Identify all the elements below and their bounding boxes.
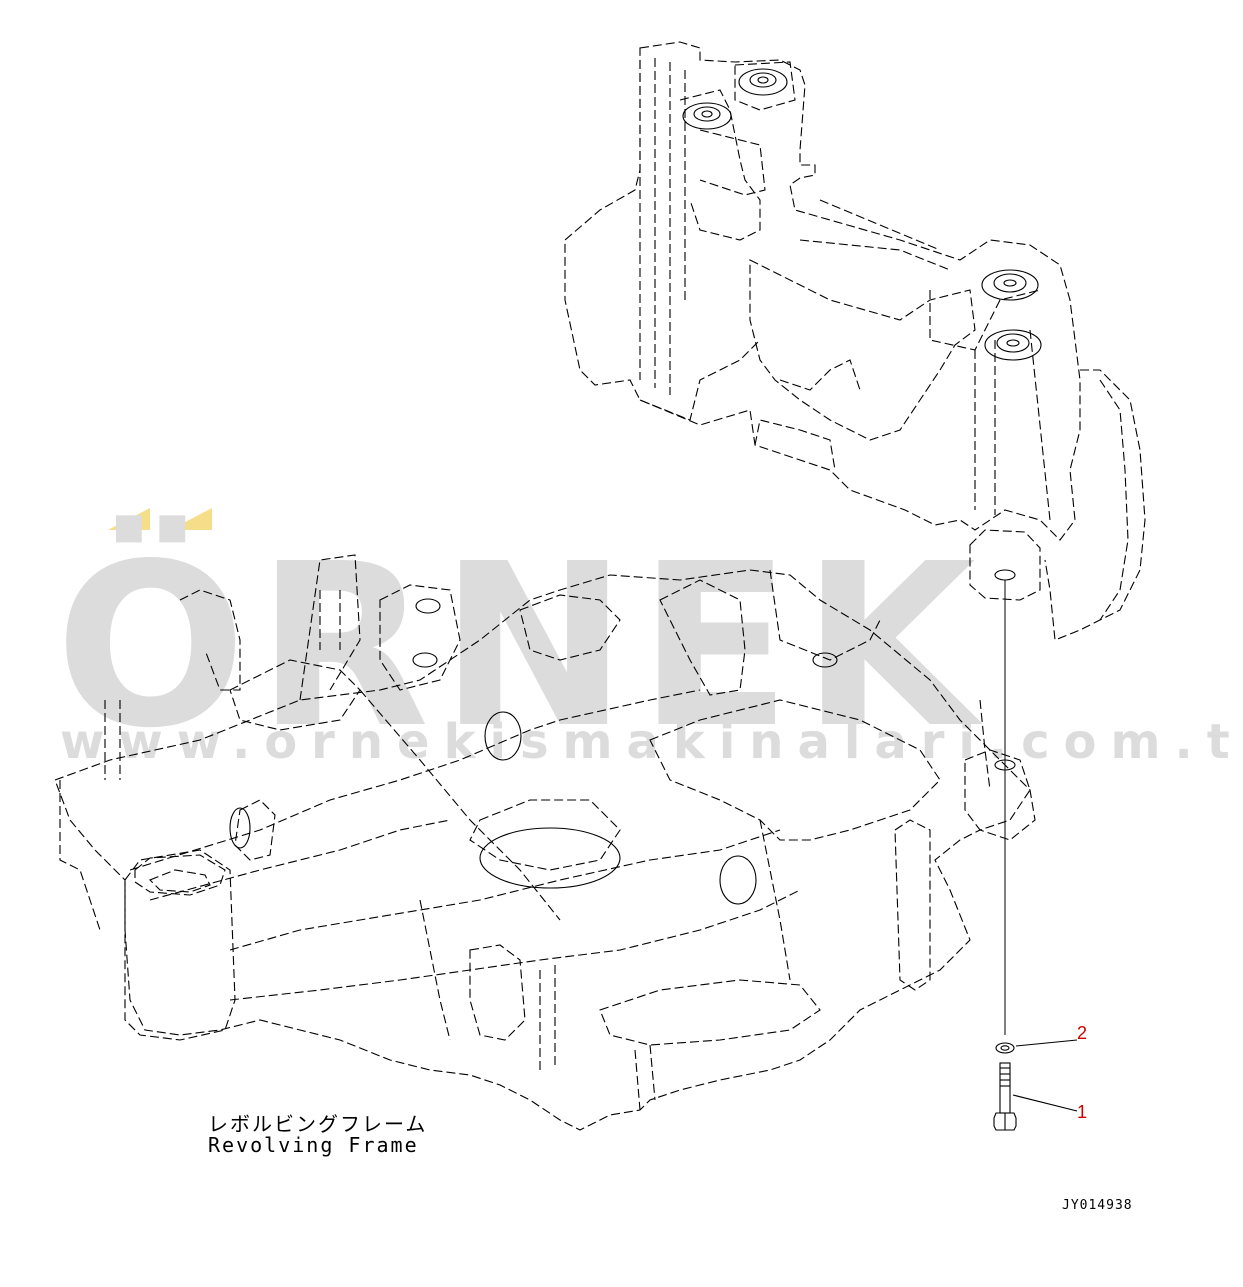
frame-label-english: Revolving Frame <box>208 1133 419 1157</box>
leader-line-part-2 <box>1015 1039 1078 1047</box>
watermark-brand: ÖRNEK <box>55 516 986 778</box>
frame-label-japanese: レボルビングフレーム <box>208 1112 428 1136</box>
frame-holes <box>229 598 1016 905</box>
leader-line-part-1 <box>1012 1094 1078 1112</box>
drawing-id: JY014938 <box>1062 1198 1133 1213</box>
bolt-part-1 <box>993 1062 1017 1131</box>
umlaut-mark-right <box>170 508 212 530</box>
umlaut-mark-left <box>108 508 150 530</box>
hardware-parts <box>993 1039 1078 1131</box>
washer-part-2 <box>995 1042 1015 1054</box>
upper-bracket-assembly <box>564 41 1146 641</box>
mounting-pads <box>682 68 1042 361</box>
callout-part-1: 1 <box>1077 1102 1088 1122</box>
callout-part-2: 2 <box>1077 1023 1088 1043</box>
revolving-frame <box>54 554 1036 1131</box>
